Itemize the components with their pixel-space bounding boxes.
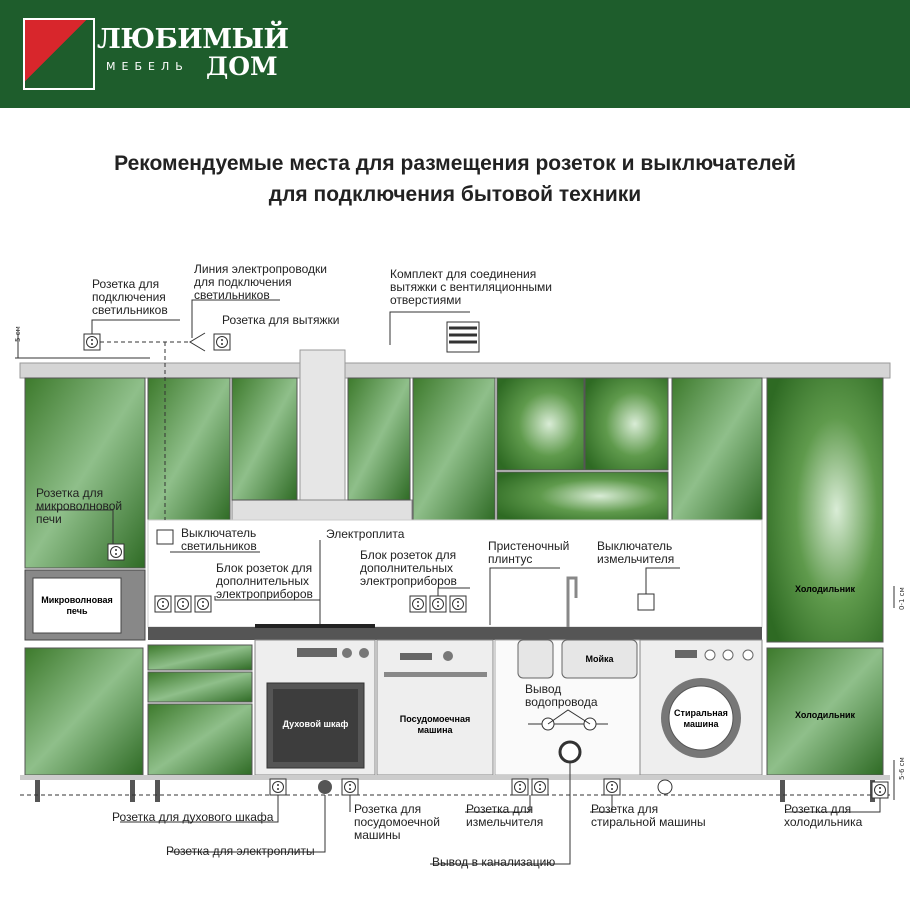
microwave-label: Микроволновая печь	[41, 595, 113, 616]
dishwasher	[376, 639, 494, 776]
label-block-left: Блок розеток для дополнительных электроп…	[216, 561, 313, 601]
label-hood-socket: Розетка для вытяжки	[222, 313, 340, 327]
label-light-switch: Выключатель светильников	[181, 526, 257, 553]
label-lights-socket: Розетка для подключения светильников	[92, 277, 168, 317]
light-switch-icon	[156, 529, 174, 545]
title-line-1: Рекомендуемые места для размещения розет…	[114, 152, 796, 175]
brand-name-top: ЛЮБИМЫЙ	[97, 24, 289, 55]
dim-top: 5 см	[14, 326, 22, 342]
extra-socket-icon	[154, 595, 172, 613]
drawer	[147, 644, 253, 671]
grinder-switch-icon	[637, 593, 655, 611]
label-wiring-line: Линия электропроводки для подключения св…	[194, 262, 327, 302]
oven-socket-icon	[269, 778, 287, 796]
label-dishwasher-socket: Розетка для посудомоечной машины	[354, 802, 440, 842]
faucet-icon	[566, 576, 578, 627]
label-stove-socket: Розетка для электроплиты	[166, 844, 315, 858]
sink	[561, 639, 638, 679]
lights-socket-icon	[83, 333, 101, 351]
header: ЛЮБИМЫЙ МЕБЕЛЬ ДОМ	[0, 0, 910, 108]
oven-label: Духовой шкаф	[282, 719, 349, 729]
label-grinder-socket: Розетка для измельчителя	[466, 802, 544, 829]
fridge-socket-icon	[871, 781, 889, 799]
drain-icon	[558, 740, 582, 764]
label-grinder-switch: Выключатель измельчителя	[597, 539, 675, 566]
upper-cabinet	[412, 377, 496, 521]
upper-cabinet	[496, 377, 585, 471]
drawer	[147, 703, 253, 776]
grinder-socket-icon	[511, 778, 529, 796]
upper-cabinet	[584, 377, 669, 471]
label-washer-socket: Розетка для стиральной машины	[591, 802, 706, 829]
vent-kit-icon	[446, 321, 480, 353]
upper-cabinet	[231, 377, 298, 501]
label-block-mid: Блок розеток для дополнительных электроп…	[360, 548, 457, 588]
upper-cabinet	[671, 377, 763, 521]
washer-label: Стиральная машина	[674, 708, 728, 729]
dishwasher-socket-icon	[341, 778, 359, 796]
lower-cabinet	[24, 647, 144, 776]
countertop	[148, 627, 762, 640]
brand-name-bottom: ДОМ	[206, 52, 278, 81]
top-cornice-right	[339, 362, 891, 379]
fridge-bottom-label: Холодильник	[794, 710, 856, 720]
dim-right-bottom: 5-6 см	[898, 757, 906, 780]
label-fridge-socket: Розетка для холодильника	[784, 802, 863, 829]
fridge-top-label: Холодильник	[794, 584, 856, 594]
label-oven-socket: Розетка для духового шкафа	[112, 810, 274, 824]
top-cornice-left	[19, 362, 301, 379]
stove-socket-icon	[318, 780, 332, 794]
extra-socket-icon	[409, 595, 427, 613]
cat-logo-icon	[23, 18, 95, 90]
upper-cabinet	[147, 377, 231, 521]
fridge-bottom	[766, 647, 884, 776]
title-line-2: для подключения бытовой техники	[268, 183, 642, 206]
fridge-top	[766, 377, 884, 643]
hood-duct	[299, 349, 346, 503]
brand-name-small: МЕБЕЛЬ	[106, 60, 189, 73]
label-water-outlet: Вывод водопровода	[525, 682, 598, 709]
dishwasher-label: Посудомоечная машина	[399, 714, 471, 735]
label-drain: Вывод в канализацию	[432, 855, 556, 869]
sink-label: Мойка	[585, 654, 614, 664]
dim-right-mid: 0-1 см	[898, 587, 906, 610]
upper-cabinet	[496, 471, 669, 521]
label-hood-kit: Комплект для соединения вытяжки с вентил…	[390, 267, 552, 307]
hood	[231, 499, 413, 521]
upper-cabinet	[24, 377, 146, 569]
upper-cabinet	[347, 377, 411, 501]
hood-socket-icon	[213, 333, 231, 351]
stove-top	[255, 624, 375, 628]
label-stove: Электроплита	[326, 527, 405, 541]
washer-socket-icon	[603, 778, 621, 796]
label-microwave-socket: Розетка для микроволновой печи	[36, 486, 123, 526]
drawer	[147, 671, 253, 703]
label-plinth: Пристеночный плинтус	[488, 539, 570, 566]
microwave-socket-icon	[107, 543, 125, 561]
